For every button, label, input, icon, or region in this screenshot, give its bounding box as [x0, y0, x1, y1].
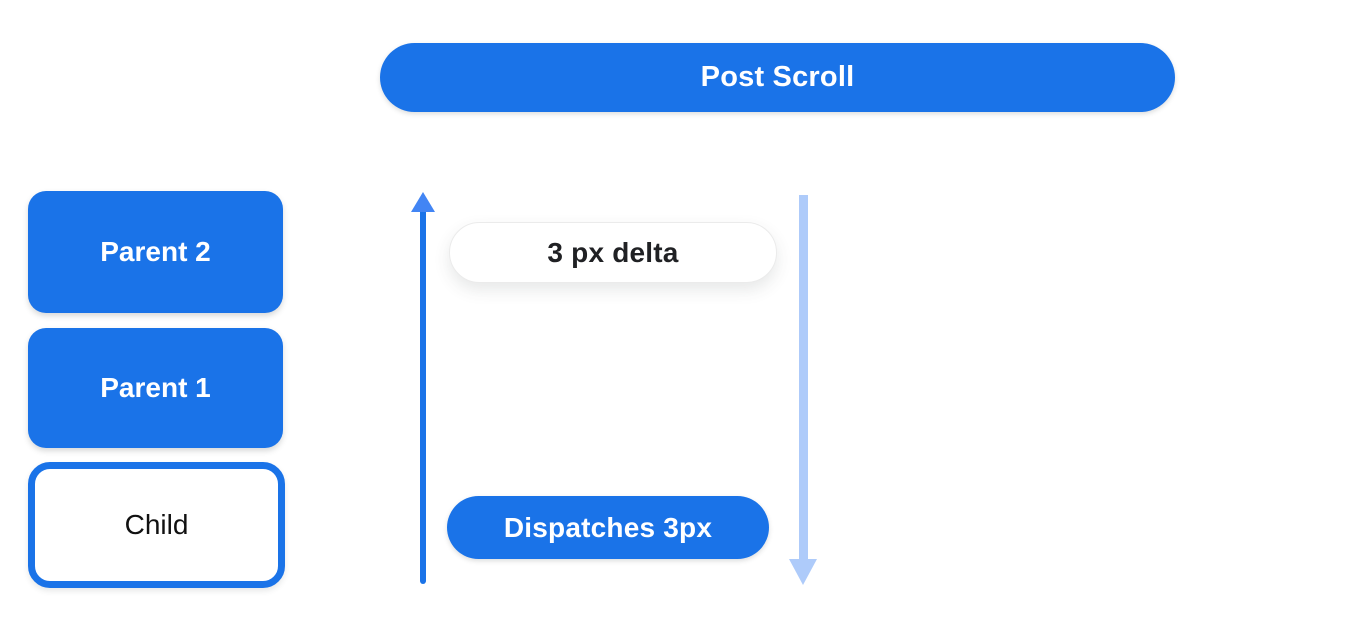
parent1-node: Parent 1 [28, 328, 283, 448]
dispatch-badge: Dispatches 3px [447, 496, 769, 559]
delta-badge-label: 3 px delta [547, 236, 679, 268]
post-scroll-banner: Post Scroll [380, 43, 1175, 112]
child-node: Child [28, 462, 285, 588]
post-scroll-label: Post Scroll [700, 61, 855, 93]
up-arrow-shaft [420, 207, 426, 584]
dispatch-badge-label: Dispatches 3px [503, 511, 713, 543]
parent2-node: Parent 2 [28, 191, 283, 313]
down-arrow-shaft [798, 195, 808, 559]
up-arrow-icon [411, 192, 435, 584]
parent1-label: Parent 1 [100, 372, 211, 403]
down-arrow-icon [789, 195, 817, 585]
parent2-label: Parent 2 [100, 236, 211, 267]
child-label: Child [124, 509, 189, 540]
down-arrow-head [789, 559, 817, 585]
up-arrow-head [411, 192, 435, 212]
delta-badge: 3 px delta [449, 222, 777, 283]
